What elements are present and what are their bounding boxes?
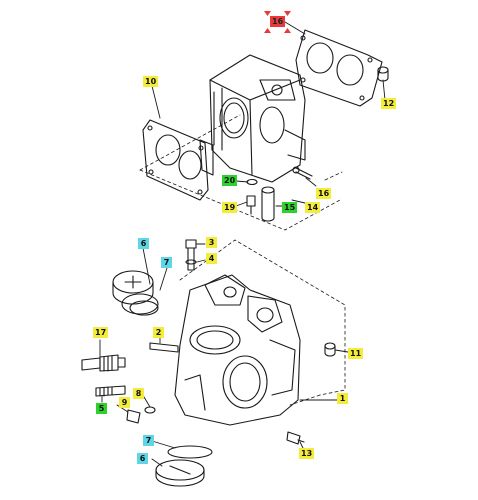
cylinder-group-outline: [139, 114, 343, 231]
top-gasket: [295, 29, 383, 107]
label-7-bot[interactable]: 7: [143, 435, 154, 446]
cap-6-top: [112, 270, 159, 316]
gasket-10-strip: [199, 139, 214, 176]
bolt-9: [126, 409, 141, 424]
cylinder-block: [209, 54, 306, 183]
label-17[interactable]: 17: [93, 327, 109, 338]
label-1[interactable]: 1: [337, 393, 348, 404]
label-16-mid[interactable]: 16: [316, 188, 332, 199]
pin-15: [261, 186, 275, 222]
label-15[interactable]: 15: [282, 202, 298, 213]
bolt-3: [185, 239, 197, 271]
cap-6-bottom: [155, 459, 205, 487]
label-3[interactable]: 3: [206, 237, 217, 248]
spark-plug: [81, 354, 126, 372]
label-11[interactable]: 11: [348, 348, 364, 359]
label-5[interactable]: 5: [96, 403, 107, 414]
oring-7-bottom: [167, 445, 213, 459]
label-12[interactable]: 12: [381, 98, 397, 109]
bolt-19: [246, 195, 256, 215]
label-20[interactable]: 20: [222, 175, 238, 186]
dowel-pin-11: [324, 342, 336, 357]
washer-8: [144, 406, 156, 414]
label-7-top[interactable]: 7: [161, 257, 172, 268]
label-6-top[interactable]: 6: [138, 238, 149, 249]
label-4[interactable]: 4: [206, 253, 217, 264]
label-9[interactable]: 9: [119, 397, 130, 408]
cylinder-head: [174, 274, 301, 426]
label-14[interactable]: 14: [305, 202, 321, 213]
label-10[interactable]: 10: [143, 76, 159, 87]
bolt-16-mid: [292, 166, 313, 180]
head-group-outline: [179, 239, 346, 406]
label-2[interactable]: 2: [153, 327, 164, 338]
label-19[interactable]: 19: [222, 202, 238, 213]
label-8[interactable]: 8: [133, 388, 144, 399]
label-13[interactable]: 13: [299, 448, 315, 459]
pin-2: [149, 342, 179, 353]
stud-5: [95, 385, 126, 397]
label-6-bot[interactable]: 6: [137, 453, 148, 464]
base-gasket: [142, 119, 209, 201]
bolt-13: [286, 431, 305, 445]
label-16-top[interactable]: 16: [270, 16, 286, 27]
washer-20: [246, 178, 258, 186]
selection-marker-icon: [264, 11, 291, 33]
